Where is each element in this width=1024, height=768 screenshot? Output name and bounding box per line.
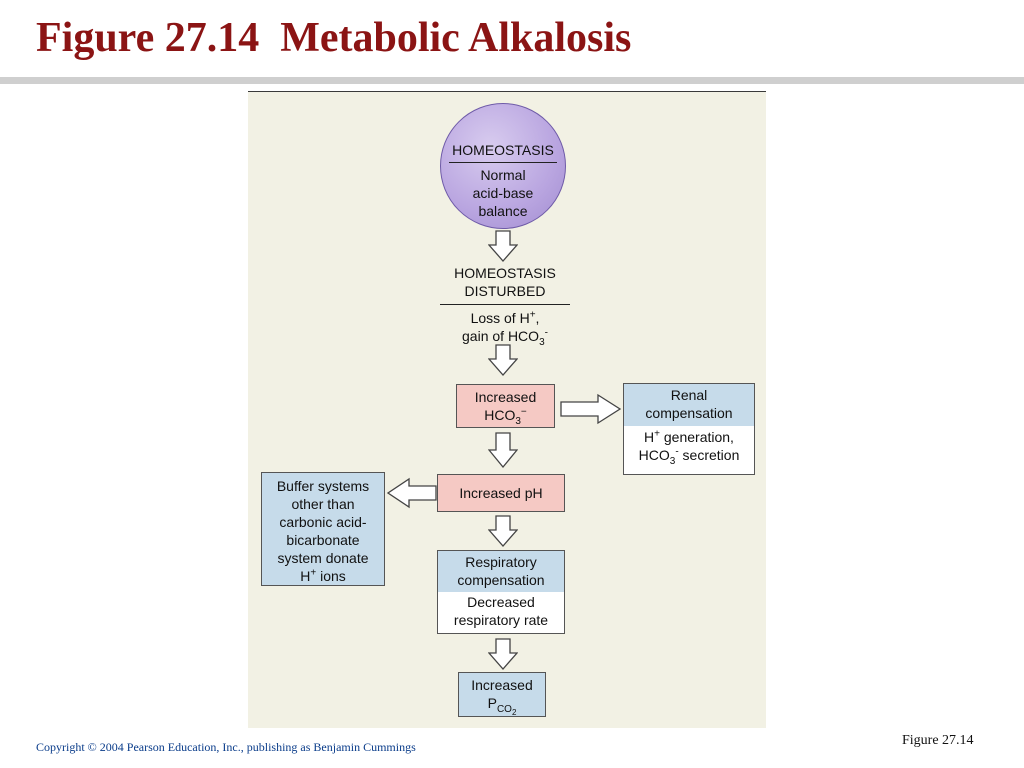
increased-pco2-line-2: PCO2: [487, 695, 517, 717]
renal-compensation-body: H+ generation, HCO3- secretion: [624, 426, 754, 474]
slide-title: Figure 27.14 Metabolic Alkalosis: [36, 15, 632, 61]
homeostasis-rule: [449, 162, 557, 163]
homeostasis-heading: HOMEOSTASIS: [452, 142, 554, 158]
increased-hco3-line-1: Increased: [474, 389, 537, 405]
down-arrow-icon: [488, 515, 518, 547]
disturbed-heading-line: DISTURBED: [464, 283, 546, 299]
increased-hco3-line-2: HCO3−: [484, 406, 527, 427]
increased-pco2-box: Increased PCO2: [458, 672, 546, 717]
title-divider: [0, 77, 1024, 84]
renal-compensation-box: Renal compensation H+ generation, HCO3- …: [623, 383, 755, 475]
down-arrow-icon: [488, 432, 518, 468]
buffer-line: system donate: [277, 550, 369, 566]
renal-compensation-heading: Renal compensation: [624, 384, 754, 427]
disturbed-heading-line: HOMEOSTASIS: [454, 265, 556, 281]
increased-hco3-box: Increased HCO3−: [456, 384, 555, 428]
homeostasis-disturbed: HOMEOSTASIS DISTURBED Loss of H+, gain o…: [440, 264, 570, 348]
homeostasis-circle: HOMEOSTASIS Normal acid-base balance: [440, 103, 566, 229]
down-arrow-icon: [488, 230, 518, 262]
disturbed-line-1: Loss of H+,: [470, 309, 540, 326]
renal-line-1: H+ generation,: [644, 428, 734, 445]
left-arrow-icon: [387, 477, 437, 509]
down-arrow-icon: [488, 638, 518, 670]
buffer-line-last: H+ ions: [300, 567, 346, 584]
buffer-line: Buffer systems: [276, 478, 370, 494]
disturbed-rule: [440, 304, 570, 305]
homeostasis-line: Normal: [480, 167, 526, 183]
homeostasis-line: balance: [478, 203, 528, 219]
respiratory-compensation-body: Decreased respiratory rate: [438, 592, 564, 633]
buffer-systems-box: Buffer systems other than carbonic acid-…: [261, 472, 385, 586]
right-arrow-icon: [560, 393, 622, 425]
disturbed-line-2: gain of HCO3-: [462, 327, 548, 348]
buffer-line: bicarbonate: [286, 532, 360, 548]
increased-ph-box: Increased pH: [437, 474, 565, 512]
renal-line-2: HCO3- secretion: [638, 446, 740, 467]
buffer-line: other than: [291, 496, 355, 512]
down-arrow-icon: [488, 344, 518, 376]
homeostasis-line: acid-base: [472, 185, 534, 201]
increased-pco2-line-1: Increased: [471, 677, 533, 693]
homeostasis-body: Normal acid-base balance: [441, 166, 565, 220]
respiratory-compensation-heading: Respiratory compensation: [438, 551, 564, 593]
buffer-line: carbonic acid-: [279, 514, 367, 530]
figure-label: Figure 27.14: [902, 733, 974, 748]
copyright-notice: Copyright © 2004 Pearson Education, Inc.…: [36, 740, 416, 754]
respiratory-compensation-box: Respiratory compensation Decreased respi…: [437, 550, 565, 634]
